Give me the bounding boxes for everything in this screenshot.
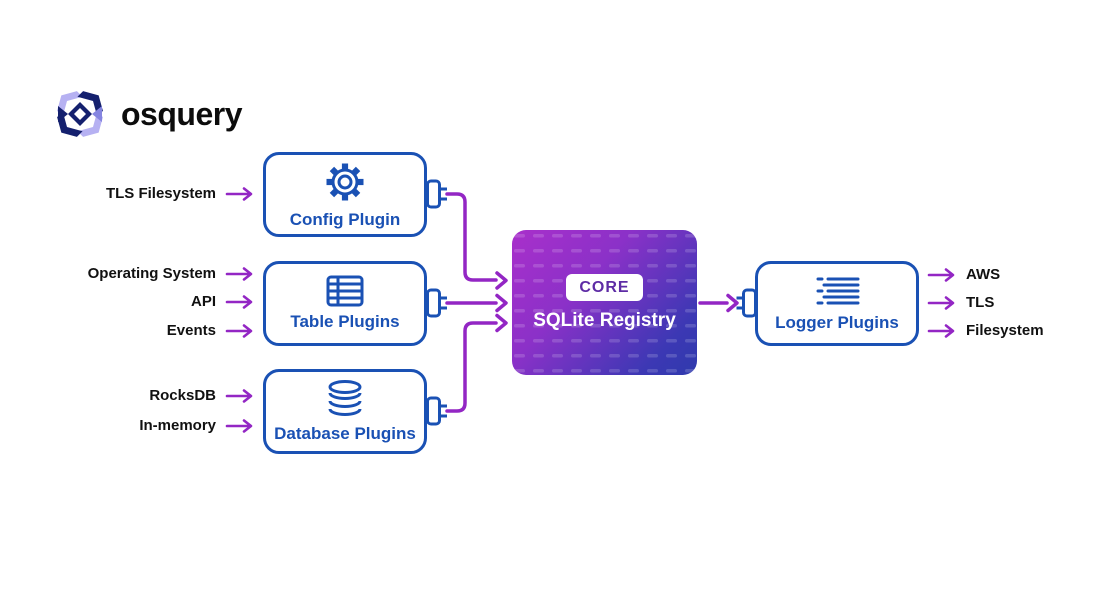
arrow-right-icon <box>225 324 253 338</box>
plug-database <box>426 396 447 426</box>
input-label: RocksDB <box>149 387 216 404</box>
arrow-right-icon <box>225 419 253 433</box>
table-icon <box>326 275 364 307</box>
plug-table <box>426 288 447 318</box>
socket-logger <box>736 288 757 318</box>
input-label: API <box>190 293 216 310</box>
log-lines-icon <box>816 277 860 304</box>
input-row: RocksDB <box>149 386 255 406</box>
input-row: In-memory <box>139 416 255 436</box>
connector-database-to-core <box>445 321 498 413</box>
arrow-right-icon <box>927 324 955 338</box>
brand: osquery <box>52 86 242 142</box>
input-row: Operating System <box>88 264 255 284</box>
input-label: Operating System <box>87 265 216 282</box>
plugin-box-label: Logger Plugins <box>775 312 899 332</box>
arrowhead-database-to-core <box>495 313 508 333</box>
arrow-right-icon <box>225 295 253 309</box>
plug-config <box>426 179 447 209</box>
connector-config-to-core <box>445 192 498 282</box>
plugin-box-label: Table Plugins <box>290 312 400 331</box>
output-label: Filesystem <box>966 322 1044 339</box>
output-row: TLS <box>927 293 994 313</box>
core-title: SQLite Registry <box>533 309 676 331</box>
arrow-right-icon <box>927 268 955 282</box>
plugin-box-label: Database Plugins <box>274 424 416 443</box>
config-plugin-box: Config Plugin <box>263 152 427 237</box>
logger-plugins-box: Logger Plugins <box>755 261 919 346</box>
database-icon <box>328 380 362 416</box>
output-label: AWS <box>966 266 1001 283</box>
arrow-right-icon <box>225 389 253 403</box>
core-badge: CORE <box>566 273 643 301</box>
input-label: TLS Filesystem <box>105 185 216 202</box>
arrow-right-icon <box>225 267 253 281</box>
core-box: CORE SQLite Registry <box>512 230 697 375</box>
arrowhead-core-to-logger <box>726 293 739 313</box>
input-row: Events <box>167 321 255 341</box>
input-row: TLS Filesystem <box>106 184 255 204</box>
arrowhead-config-to-core <box>495 271 508 290</box>
output-label: TLS <box>966 294 995 311</box>
arrow-right-icon <box>225 187 253 201</box>
plugin-box-label: Config Plugin <box>289 210 401 229</box>
arrow-right-icon <box>927 296 955 310</box>
table-plugins-box: Table Plugins <box>263 261 427 346</box>
gear-icon <box>326 163 364 201</box>
input-row: API <box>191 292 255 312</box>
input-label: In-memory <box>139 417 216 434</box>
database-plugins-box: Database Plugins <box>263 369 427 454</box>
brand-name: osquery <box>121 95 242 132</box>
arrowhead-table-to-core <box>495 293 508 313</box>
output-row: AWS <box>927 265 1000 285</box>
core-dash-texture <box>512 230 697 375</box>
osquery-logo-icon <box>57 91 103 137</box>
input-label: Events <box>166 322 216 339</box>
output-row: Filesystem <box>927 321 1044 341</box>
